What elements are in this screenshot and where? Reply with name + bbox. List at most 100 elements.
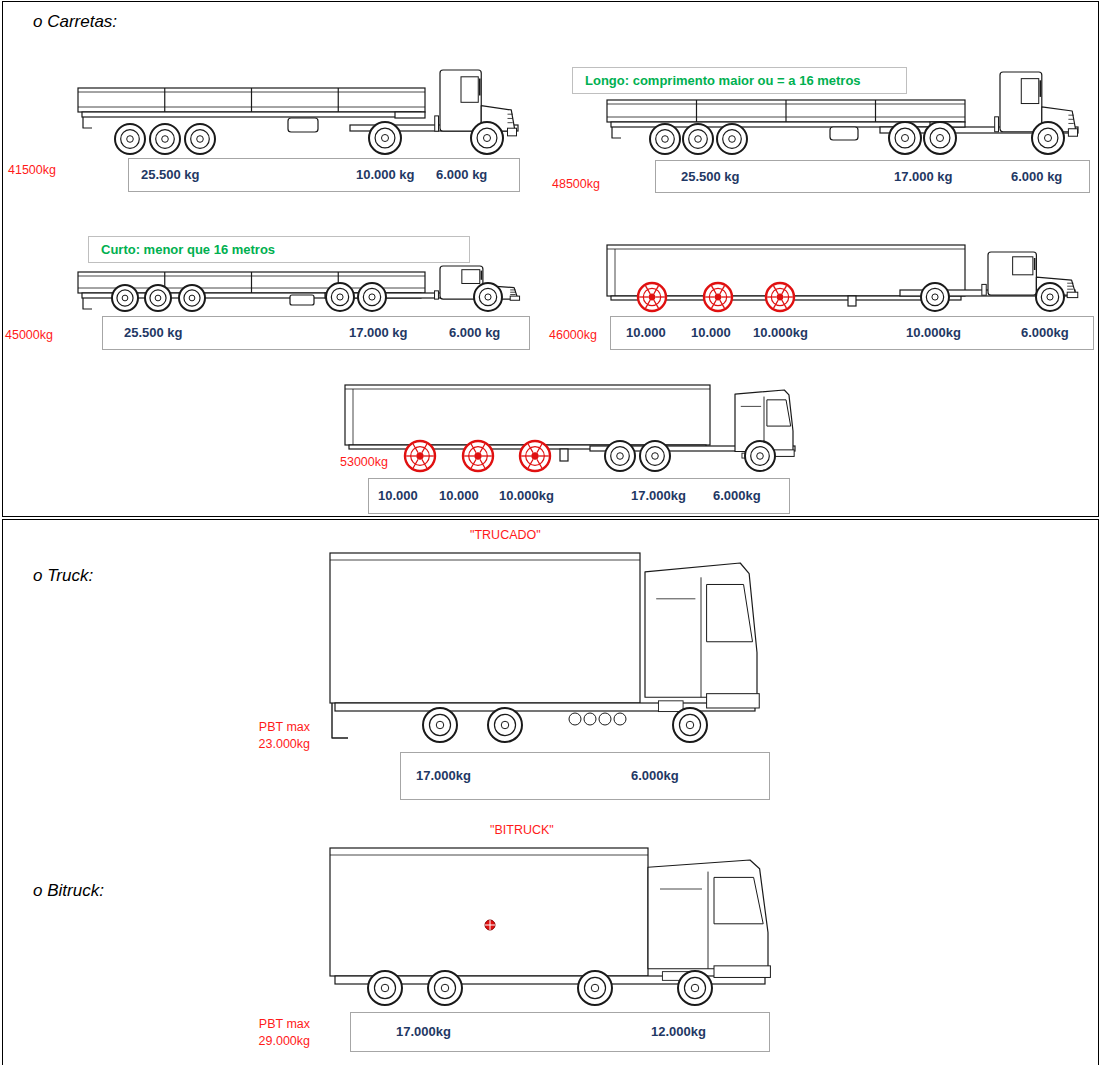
cabover-cab [645, 563, 757, 697]
exhaust-stack [435, 291, 439, 299]
wheel-spoke [656, 296, 665, 297]
rear-door [615, 249, 616, 296]
wheel-spoke [720, 286, 725, 294]
axle-weight: 25.500 kg [124, 325, 183, 341]
grille-line [508, 122, 513, 123]
wheel-hub [691, 984, 698, 991]
grille-line [1068, 115, 1073, 116]
wheel [145, 285, 171, 311]
wheel-rim [375, 128, 395, 148]
front-bumper [510, 296, 519, 300]
mirror [1039, 80, 1041, 97]
wheel-spoke [646, 286, 651, 294]
wheel-hub [337, 294, 343, 300]
wheel-spoke [480, 444, 485, 453]
wheel-spoke [712, 286, 717, 294]
axle-weight: 25.500 kg [681, 169, 740, 185]
front-bumper [1068, 129, 1077, 136]
box-trim [345, 389, 710, 390]
wheel-spoke [720, 300, 725, 308]
wheel [179, 285, 205, 311]
wheel-spoke [654, 300, 659, 308]
wheel [683, 124, 713, 154]
wheel-hub [381, 984, 388, 991]
vehicle-type: "TRUCADO" [470, 527, 541, 544]
flatbed-deck [78, 88, 425, 112]
axle-weight: 6.000 kg [449, 325, 500, 341]
wheel-hub [932, 294, 938, 300]
wheel-hub [475, 453, 482, 460]
grille-line [1067, 283, 1073, 284]
axle-weight: 25.500 kg [141, 167, 200, 183]
cab-window [1013, 257, 1033, 275]
wheel-rim [434, 977, 455, 998]
cab-window [767, 400, 791, 426]
front-bumper [1067, 292, 1078, 297]
wheel [1032, 122, 1064, 154]
wheel-hub [715, 294, 721, 300]
wheel [650, 124, 680, 154]
wheel-spoke [782, 300, 787, 308]
wheel-rim [117, 290, 133, 306]
box-trim [330, 855, 648, 856]
axle-weight: 6.000 kg [1011, 169, 1062, 185]
air-tank [584, 713, 596, 725]
wheel-spoke [413, 444, 418, 453]
wheel [474, 283, 502, 311]
grille-line [508, 114, 513, 115]
cab-trim [660, 889, 702, 890]
vehicle-type: "BITRUCK" [490, 822, 554, 839]
rear-bumper [83, 298, 92, 309]
wheel [678, 971, 712, 1005]
wheel-rim [895, 128, 915, 148]
wheel-hub [591, 984, 598, 991]
axle-weight: 10.000 [439, 488, 479, 504]
fifth-wheel [395, 112, 425, 118]
total-weight: 45000kg [5, 327, 53, 344]
axle-weight: 10.000 [691, 325, 731, 341]
wheel-hub [729, 136, 736, 143]
wheel [115, 124, 145, 154]
grille-line [510, 289, 515, 290]
total-weight: 48500kg [552, 176, 600, 193]
wheel-hub [485, 294, 491, 300]
deck-post [338, 88, 339, 112]
wheel [368, 971, 402, 1005]
section-panel: o Carretas:Longo: comprimento maior ou =… [2, 1, 1099, 517]
wheel [405, 441, 435, 471]
wheel-hub [532, 453, 539, 460]
max-gross-weight: PBT max 23.000kg [244, 719, 310, 753]
front-bumper [714, 966, 770, 978]
wheel-spoke [539, 455, 549, 456]
landing-gear [848, 296, 856, 306]
wheel-rim [331, 288, 348, 305]
wheel-hub [686, 721, 693, 728]
section-heading: o Truck: [33, 566, 93, 586]
axle-weight: 10.000 [378, 488, 418, 504]
wheel-rim [611, 447, 630, 466]
exhaust-stack [435, 116, 439, 131]
axle-weight: 6.000kg [1021, 325, 1069, 341]
wheel [673, 708, 707, 742]
axle-weight: 10.000kg [499, 488, 554, 504]
grille-line [510, 294, 515, 295]
cab-window [1021, 79, 1038, 104]
wheel-rim [1041, 288, 1058, 305]
mirror [1034, 258, 1036, 270]
cabover-cab [648, 860, 768, 969]
wheel-spoke [424, 455, 434, 456]
section-heading: o Carretas: [33, 12, 117, 32]
wheel-spoke [521, 455, 531, 456]
wheel-rim [150, 290, 166, 306]
cab-door [708, 872, 709, 969]
wheel-spoke [406, 455, 416, 456]
wheel-hub [483, 134, 490, 141]
wheel-spoke [537, 459, 542, 468]
wheel-hub [189, 295, 195, 301]
axle-weight: 17.000kg [396, 1024, 451, 1040]
wheel-hub [162, 136, 169, 143]
wheel [471, 122, 503, 154]
wheel-rim [926, 288, 943, 305]
wheel-rim [689, 130, 708, 149]
wheel-hub [1044, 134, 1051, 141]
